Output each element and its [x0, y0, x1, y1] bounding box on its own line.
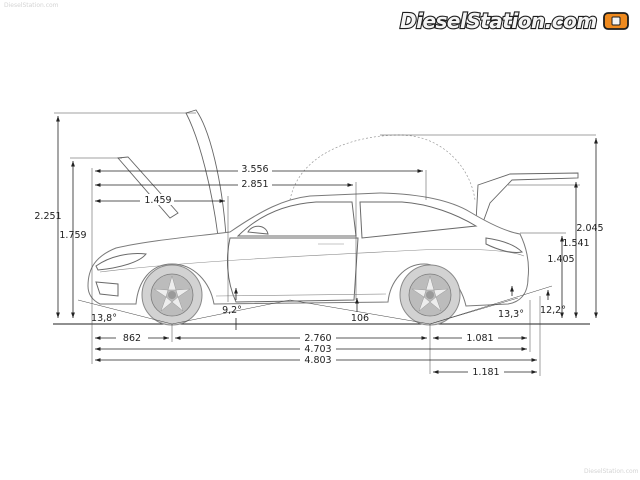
tail-light: [485, 237, 524, 253]
rear-window: [359, 201, 478, 239]
label-roof-height: 1.759: [59, 230, 86, 241]
rear-wheel: [399, 264, 461, 326]
label-departure-body-angle: 13,3°: [498, 309, 524, 320]
front-grille: [95, 281, 119, 297]
label-front-overhang: 862: [123, 333, 141, 344]
open-hood: [185, 109, 227, 237]
label-hood-height: 2.251: [34, 211, 61, 222]
label-rear-overhang: 1.081: [466, 333, 493, 344]
watermark-bottom: DieselStation.com: [584, 468, 639, 475]
label-wheelbase: 2.760: [304, 333, 331, 344]
label-rear-open: 1.181: [472, 367, 499, 378]
brand-logo[interactable]: DieselStation.com: [398, 9, 632, 33]
front-window: [236, 201, 357, 237]
side-mirror: [247, 225, 269, 235]
label-approach-angle: 13,8°: [91, 313, 117, 324]
front-wheel: [141, 264, 203, 326]
label-hood-to-rear-seat: 2.851: [241, 179, 268, 190]
open-trunk-lid: [475, 172, 579, 226]
car-body: [87, 192, 529, 307]
watermark-top: DieselStation.com: [4, 2, 59, 9]
label-length: 4.703: [304, 344, 331, 355]
brand-badge-square: [611, 16, 621, 26]
label-departure-angle: 12,2°: [540, 305, 566, 316]
headlight: [95, 253, 147, 271]
label-rear-height: 1.405: [547, 254, 574, 265]
soft-top-arc: [289, 134, 476, 201]
label-hood-to-pillar: 1.459: [144, 195, 171, 206]
brand-text: DieselStation.com: [400, 9, 597, 33]
angle-lines: [77, 285, 553, 330]
label-lid-height: 1.541: [562, 238, 589, 249]
extension-lines: [54, 112, 596, 376]
label-roof-open: 3.556: [241, 164, 268, 175]
sill-line: [215, 293, 387, 297]
door-outline: [227, 237, 359, 303]
label-ramp-angle: 9,2°: [222, 305, 242, 316]
label-length-open: 4.803: [304, 355, 331, 366]
label-trunk-height: 2.045: [576, 223, 603, 234]
open-hood-front: [117, 156, 179, 219]
label-ground-clearance: 106: [351, 313, 369, 324]
